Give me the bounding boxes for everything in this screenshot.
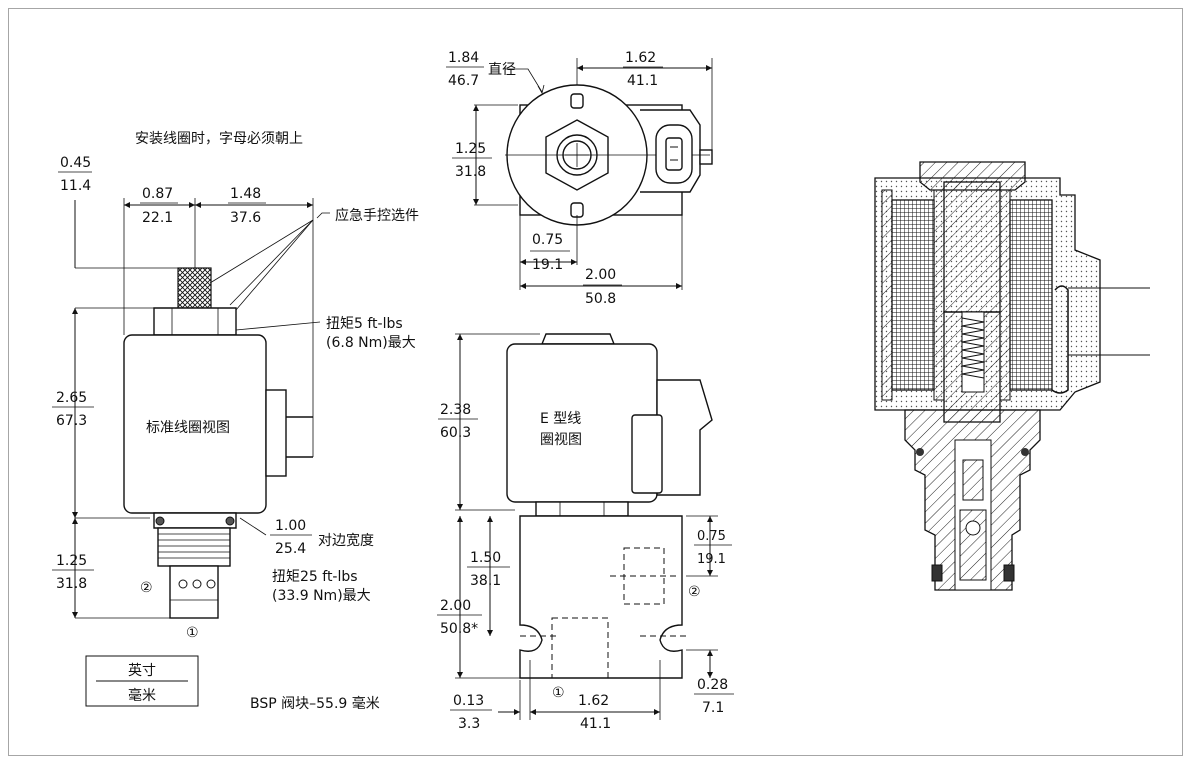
port-1-block-label: ①	[552, 685, 565, 701]
svg-text:2.00: 2.00	[585, 267, 616, 283]
svg-text:31.8: 31.8	[56, 576, 87, 592]
dim-1-84: 1.84 46.7 直径	[446, 50, 516, 89]
valve-block	[519, 515, 683, 679]
svg-text:1.62: 1.62	[578, 693, 609, 709]
svg-text:22.1: 22.1	[142, 210, 173, 226]
svg-text:19.1: 19.1	[532, 257, 563, 273]
dim-2-00-block: 2.00 50.8*	[437, 598, 482, 637]
svg-text:2.65: 2.65	[56, 390, 87, 406]
svg-text:31.8: 31.8	[455, 164, 486, 180]
port-2-label: ②	[140, 580, 153, 596]
svg-text:0.75: 0.75	[532, 232, 563, 248]
svg-text:1.62: 1.62	[625, 50, 656, 66]
e-coil-label-1: E 型线	[540, 411, 581, 427]
dim-1-25-top: 1.25 31.8	[452, 141, 492, 180]
svg-text:1.84: 1.84	[448, 50, 479, 66]
dim-1-62-block: 1.62 41.1	[575, 693, 615, 732]
dim-1-62-top: 1.62 41.1	[623, 50, 663, 89]
dim-0-13: 0.13 3.3	[450, 693, 492, 732]
manual-override-label: 应急手控选件	[335, 207, 419, 224]
units-legend: 英寸 毫米	[85, 655, 199, 707]
svg-text:38.1: 38.1	[470, 573, 501, 589]
dim-0-75-top: 0.75 19.1	[530, 232, 570, 273]
svg-text:0.28: 0.28	[697, 677, 728, 693]
svg-text:2.38: 2.38	[440, 402, 471, 418]
bsp-block-label: BSP 阀块–55.9 毫米	[250, 695, 380, 712]
dim-2-65: 2.65 67.3	[52, 390, 94, 429]
dim-0-87: 0.87 22.1	[140, 186, 178, 226]
svg-text:3.3: 3.3	[458, 716, 480, 732]
svg-text:7.1: 7.1	[702, 700, 724, 716]
svg-text:2.00: 2.00	[440, 598, 471, 614]
dim-2-00-top: 2.00 50.8	[583, 267, 622, 307]
standard-coil-view: 安装线圈时，字母必须朝上 标准线圈视图 ② ①	[52, 131, 419, 712]
svg-text:19.1: 19.1	[697, 552, 726, 567]
units-mm: 毫米	[128, 687, 156, 704]
svg-text:67.3: 67.3	[56, 413, 87, 429]
svg-text:37.6: 37.6	[230, 210, 261, 226]
standard-coil-label: 标准线圈视图	[146, 420, 230, 436]
svg-text:41.1: 41.1	[580, 716, 611, 732]
svg-text:25.4: 25.4	[275, 541, 306, 557]
port-1-label: ①	[186, 625, 199, 641]
svg-text:41.1: 41.1	[627, 73, 658, 89]
cross-section-view	[874, 161, 1150, 591]
dim-1-48: 1.48 37.6	[228, 186, 266, 226]
dim-1-25-left: 1.25 31.8	[52, 553, 94, 592]
coil-connector	[265, 389, 287, 477]
svg-text:60.3: 60.3	[440, 425, 471, 441]
dim-0-75-block: 0.75 19.1	[694, 529, 732, 567]
svg-text:46.7: 46.7	[448, 73, 479, 89]
valve-hex	[153, 512, 237, 529]
svg-text:1.25: 1.25	[455, 141, 486, 157]
dim-1-50: 1.50 38.1	[467, 550, 510, 589]
svg-text:0.75: 0.75	[697, 529, 726, 544]
e-coil-label-2: 圈视图	[540, 432, 582, 448]
svg-text:0.45: 0.45	[60, 155, 91, 171]
coil-nut	[153, 307, 237, 336]
across-flats-label: 对边宽度	[318, 532, 374, 549]
svg-text:1.50: 1.50	[470, 550, 501, 566]
coil-torque-line1: 扭矩5 ft-lbs	[326, 316, 403, 332]
body-torque-line2: (33.9 Nm)最大	[272, 588, 371, 604]
dim-0-28: 0.28 7.1	[694, 677, 734, 716]
svg-text:1.48: 1.48	[230, 186, 261, 202]
cartridge-lower	[169, 565, 219, 619]
dim-2-38: 2.38 60.3	[438, 402, 478, 441]
units-inch: 英寸	[128, 662, 156, 679]
port-2-block-label: ②	[688, 584, 701, 600]
coil-torque-line2: (6.8 Nm)最大	[326, 335, 416, 351]
dim-0-45: 0.45 11.4	[58, 155, 92, 194]
svg-text:1.25: 1.25	[56, 553, 87, 569]
top-view: 1.84 46.7 直径 1.62 41.1 1.25 31.8 0.75 19…	[446, 50, 713, 307]
dim-1-00: 1.00 25.4 对边宽度	[270, 518, 374, 557]
svg-text:0.87: 0.87	[142, 186, 173, 202]
svg-text:50.8: 50.8	[585, 291, 616, 307]
svg-text:0.13: 0.13	[453, 693, 484, 709]
diameter-label: 直径	[488, 61, 516, 78]
svg-text:1.00: 1.00	[275, 518, 306, 534]
manual-override-knob	[177, 267, 212, 309]
svg-text:11.4: 11.4	[60, 178, 91, 194]
svg-text:50.8*: 50.8*	[440, 621, 478, 637]
e-coil-view: E 型线 圈视图 ② ①	[437, 333, 734, 732]
coil-orientation-note: 安装线圈时，字母必须朝上	[135, 131, 303, 147]
body-torque-line1: 扭矩25 ft-lbs	[272, 569, 358, 585]
